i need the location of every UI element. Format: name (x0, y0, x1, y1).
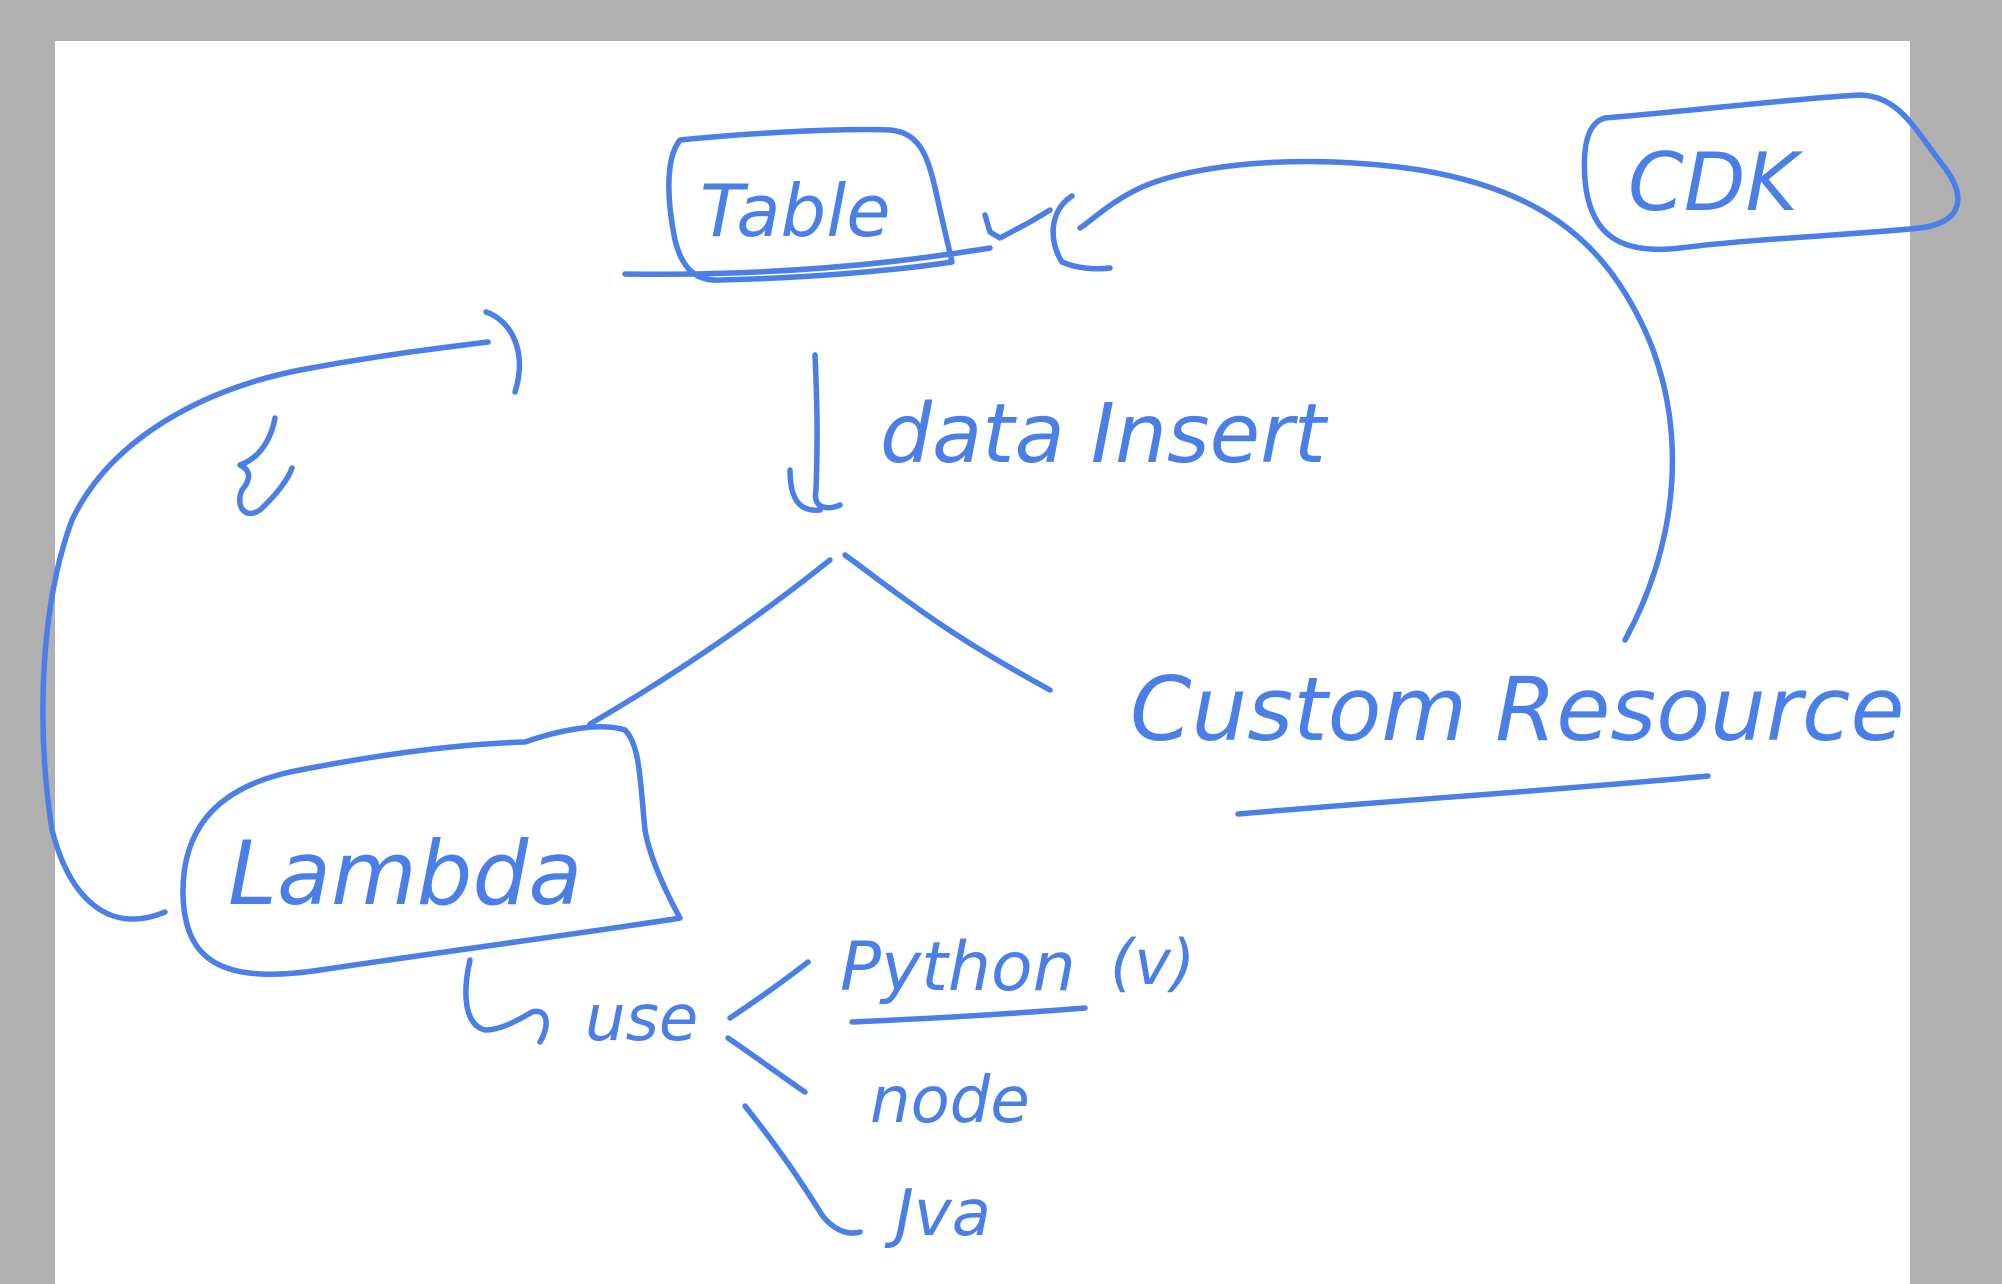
table-underline (622, 245, 993, 277)
java-label: Jva (884, 1177, 991, 1251)
node-label: node (870, 1064, 1030, 1138)
python-suffix-label: (v) (1110, 926, 1195, 999)
cdk-label: CDK (1628, 136, 1803, 229)
custom-resource-underline (1235, 773, 1711, 817)
cdk-box-outline (1581, 92, 1961, 253)
down-arrow (812, 352, 843, 511)
lambda-loop-arrow (40, 339, 491, 922)
branch-to-lambda (587, 557, 833, 727)
use-branch-java (742, 1103, 863, 1236)
custom-resource-label: Custom Resource (1130, 658, 1905, 761)
lambda-loop-arrowhead (483, 309, 522, 395)
cdk-to-table-arrowhead (1050, 193, 1113, 272)
table-connector-squiggle (982, 207, 1053, 241)
lambda-label: Lambda (228, 822, 582, 925)
use-hook-arrow (463, 957, 549, 1045)
table-box-outline (666, 126, 955, 283)
lambda-box-outline (180, 724, 683, 977)
python-label: Python (840, 928, 1076, 1007)
cdk-to-table-arrow (1077, 158, 1676, 643)
down-arrow-head (787, 467, 823, 513)
loop-check-mark (237, 415, 295, 517)
data-insert-label: data Insert (880, 387, 1329, 482)
use-branch-node (725, 1035, 808, 1095)
table-label: Table (700, 169, 891, 253)
use-label: use (585, 982, 698, 1056)
python-underline (849, 1005, 1088, 1025)
branch-to-custom-resource (842, 552, 1053, 693)
use-branch-python (727, 959, 811, 1021)
